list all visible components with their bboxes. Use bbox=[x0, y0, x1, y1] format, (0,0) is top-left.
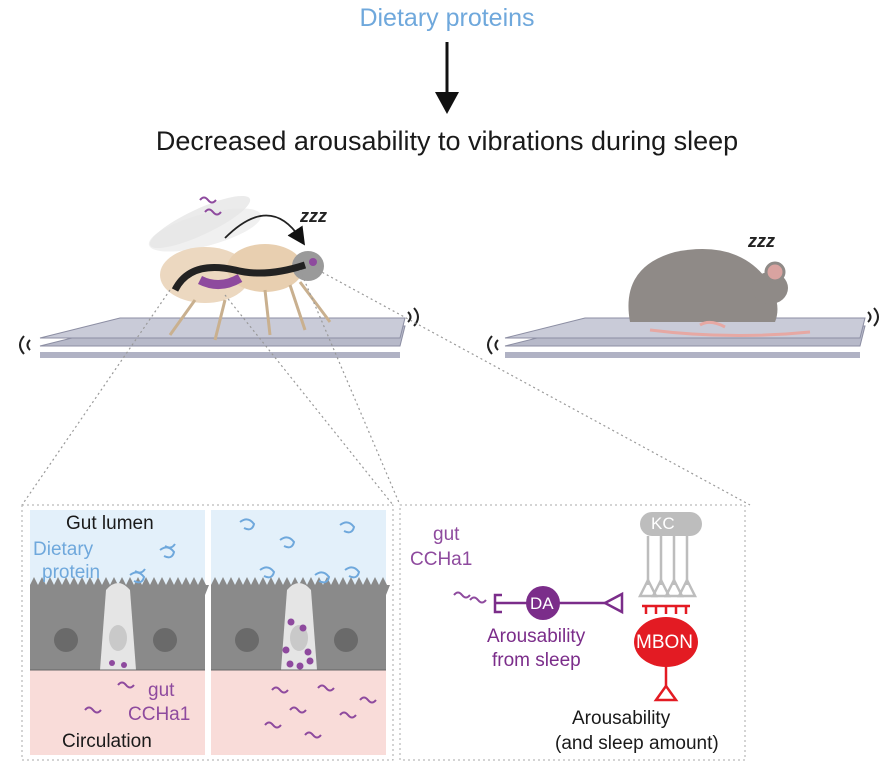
vibration-icon-left bbox=[19, 307, 419, 355]
gut-panel-right bbox=[211, 510, 390, 755]
zoom-lines bbox=[21, 269, 751, 506]
brain-ccha1-label: CCHa1 bbox=[410, 549, 473, 570]
dietary-protein-label-line2: protein bbox=[42, 562, 101, 583]
gut-lumen-label: Gut lumen bbox=[66, 513, 154, 534]
ccha1-label: CCHa1 bbox=[128, 704, 191, 725]
da-arousability-label-line2: from sleep bbox=[492, 650, 581, 671]
ccha1-squiggle-fly bbox=[199, 196, 222, 216]
kc-label: KC bbox=[651, 514, 675, 533]
mbon-arousability-label-line1: Arousability bbox=[572, 708, 671, 729]
gut-label: gut bbox=[148, 680, 175, 701]
dietary-protein-label-line1: Dietary bbox=[33, 539, 94, 560]
mouse-illustration bbox=[628, 249, 811, 338]
fly-illustration bbox=[148, 195, 332, 341]
kc-neurons bbox=[637, 512, 702, 598]
mouse-zzz: zzz bbox=[747, 231, 775, 251]
vibration-icon-right bbox=[487, 307, 879, 355]
da-label: DA bbox=[530, 594, 554, 613]
mbon-neuron bbox=[634, 604, 698, 702]
dietary-proteins-label: Dietary proteins bbox=[359, 4, 535, 32]
circulation-label: Circulation bbox=[62, 731, 152, 752]
down-arrow bbox=[435, 42, 459, 114]
headline: Decreased arousability to vibrations dur… bbox=[155, 126, 739, 156]
brain-gut-label: gut bbox=[433, 524, 460, 545]
mouse-vibration-plate bbox=[504, 317, 866, 358]
fly-zzz: zzz bbox=[299, 206, 327, 226]
da-arousability-label-line1: Arousability bbox=[487, 626, 586, 647]
gut-panel-left bbox=[30, 510, 209, 755]
mbon-arousability-label-line2: (and sleep amount) bbox=[555, 733, 719, 754]
ccha1-squiggles-brain bbox=[453, 591, 487, 604]
fly-vibration-plate bbox=[39, 317, 406, 358]
mbon-label: MBON bbox=[636, 632, 693, 653]
da-neuron bbox=[493, 586, 624, 620]
